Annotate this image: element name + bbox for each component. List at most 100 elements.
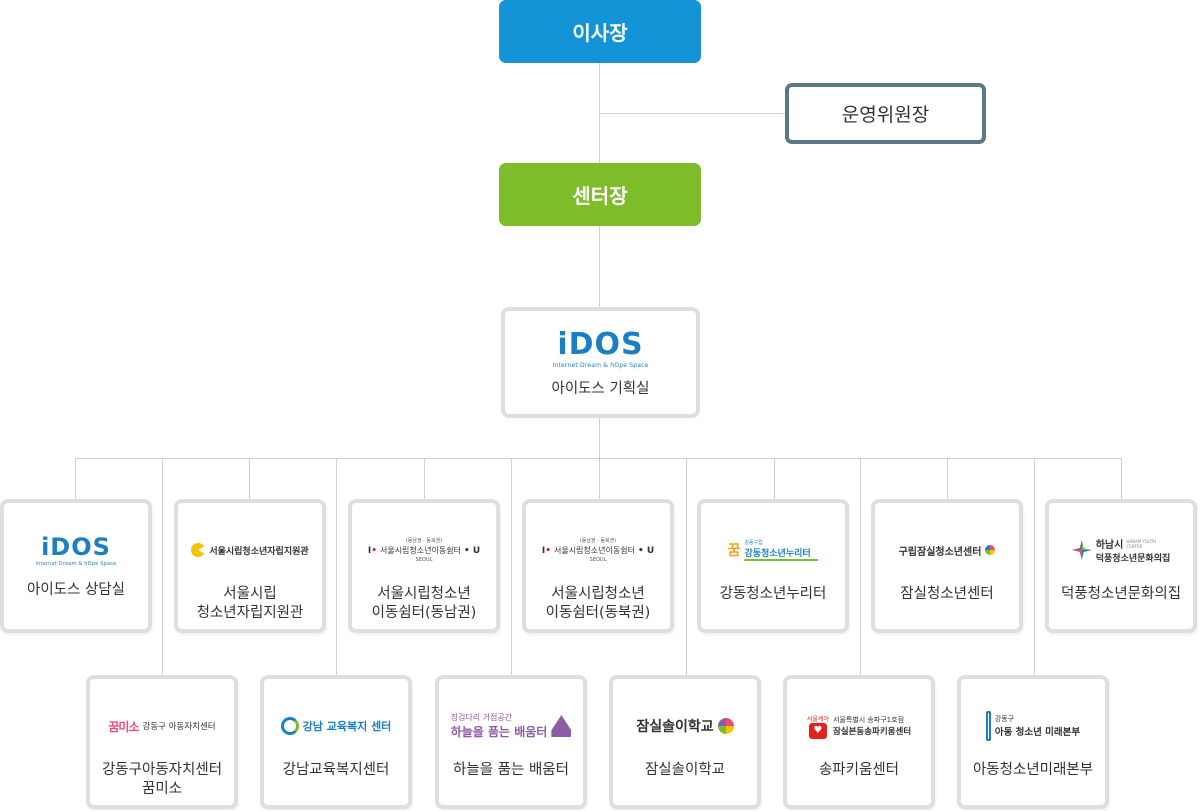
- heart-icon: ♥: [808, 722, 827, 739]
- connector-director-planning: [599, 226, 600, 307]
- connector-drop-long: [1034, 458, 1035, 676]
- jamsil-youth-logo: 구립잠실청소년센터: [875, 521, 1019, 579]
- org-card-future-hq[interactable]: 강동구 아동 청소년 미래본부 아동청소년미래본부: [957, 675, 1109, 809]
- logo-text: 덕풍청소년문화의집: [1095, 554, 1171, 564]
- flower-icon: [717, 718, 734, 734]
- logo-text: 하늘을 품는 배움터: [450, 725, 548, 739]
- idos-logo-subtitle: Internet Dream & hOpe Space: [552, 362, 649, 369]
- connector-drop-long: [511, 458, 512, 676]
- logo-mark: 서울케어: [806, 715, 829, 723]
- logo-mark: 꿈미소: [108, 719, 139, 734]
- org-card-jamsil-youth[interactable]: 구립잠실청소년센터 잠실청소년센터: [871, 499, 1023, 633]
- logo-text: 강동청소년누리터: [744, 549, 811, 559]
- org-label: 서울시립 청소년자립지원관: [196, 586, 304, 621]
- logo-text: 구립잠실청소년센터: [898, 546, 982, 558]
- pinwheel-icon: [1071, 540, 1092, 560]
- org-card-seoul-independence[interactable]: 서울시립청소년자립지원관 서울시립 청소년자립지원관: [174, 499, 326, 633]
- org-card-deokpung[interactable]: 하남시 HANAM YOUTH CENTER 덕풍청소년문화의집 덕풍청소년문화…: [1045, 499, 1197, 633]
- connector-drop-long: [162, 458, 163, 676]
- globe-icon: [280, 717, 299, 735]
- seoul-independence-logo: 서울시립청소년자립지원관: [178, 521, 322, 579]
- connector-drop: [1121, 458, 1122, 500]
- logo-text: 잠실솔이학교: [636, 719, 714, 735]
- org-label: 잠실솔이학교: [644, 762, 726, 778]
- org-label: 송파키움센터: [818, 762, 900, 778]
- logo-text: 강남 교육복지 센터: [302, 720, 392, 733]
- connector-drop-long: [336, 458, 337, 676]
- logo-small-text: HANAM YOUTH CENTER: [1126, 538, 1157, 549]
- logo-top-text: 서울특별시 송파구1호점: [832, 716, 905, 724]
- planning-office-label: 아이도스 기획실: [551, 381, 650, 397]
- logo-top-text: 하남시: [1095, 540, 1124, 551]
- connector-drop: [75, 458, 76, 500]
- connector-committee: [599, 113, 785, 114]
- logo-top-text: 강동구: [994, 715, 1015, 723]
- connector-planning-down: [599, 418, 600, 458]
- logo-text: 서울시립청소년자립지원관: [209, 546, 309, 557]
- committee-box[interactable]: 운영위원장: [785, 83, 986, 144]
- director-box[interactable]: 센터장: [499, 163, 701, 226]
- seoul-i-icon: I•: [367, 545, 377, 556]
- pacman-icon: [191, 543, 206, 557]
- org-card-gangdong-nuriter[interactable]: 꿈 강동구립 강동청소년누리터 강동청소년누리터: [697, 499, 849, 633]
- gangdong-nuriter-logo: 꿈 강동구립 강동청소년누리터: [701, 521, 845, 579]
- balloon-icon: [985, 545, 996, 555]
- idos-logo-text: iDOS: [557, 327, 644, 362]
- org-card-idos-counseling[interactable]: iDOS Internet Dream & hOpe Space 아이도스 상담…: [0, 499, 152, 633]
- seoul-u-icon: • U: [463, 545, 481, 556]
- logo-top-text: (동남권 · 동북권): [405, 538, 443, 544]
- chairman-box[interactable]: 이사장: [499, 0, 701, 63]
- seoul-shelter-logo: (동남권 · 동북권) I• 서울시립청소년이동쉼터 • U SEOUL: [526, 521, 670, 579]
- connector-drop: [249, 458, 250, 500]
- org-label: 강동구아동자치센터 꿈미소: [101, 762, 223, 797]
- org-label: 덕풍청소년문화의집: [1060, 586, 1182, 602]
- connector-drop: [947, 458, 948, 500]
- org-card-songpa-kiwoom[interactable]: 서울케어 ♥ 서울특별시 송파구1호점 잠실본동송파키움센터 송파키움센터: [783, 675, 935, 809]
- logo-bottom-text: SEOUL: [415, 557, 433, 563]
- idos-logo: iDOS Internet Dream & hOpe Space: [552, 327, 649, 370]
- seoul-i-icon: I•: [541, 545, 551, 556]
- org-card-haneul-baeumteo[interactable]: 징검다리 거점공간 하늘을 품는 배움터 하늘을 품는 배움터: [435, 675, 587, 809]
- bar-icon: [985, 711, 991, 741]
- org-label: 강남교육복지센터: [282, 762, 390, 778]
- future-hq-logo: 강동구 아동 청소년 미래본부: [961, 697, 1105, 755]
- org-card-shelter-northeast[interactable]: (동남권 · 동북권) I• 서울시립청소년이동쉼터 • U SEOUL 서울시…: [522, 499, 674, 633]
- org-label: 하늘을 품는 배움터: [453, 762, 569, 778]
- idos-logo-text: iDOS: [41, 532, 111, 561]
- org-card-jamsil-soli-school[interactable]: 잠실솔이학교 잠실솔이학교: [609, 675, 761, 809]
- connector-drop: [424, 458, 425, 500]
- logo-top-text: 강동구립: [744, 540, 763, 546]
- tent-icon: [551, 715, 572, 737]
- seoul-shelter-logo: (동남권 · 동북권) I• 서울시립청소년이동쉼터 • U SEOUL: [352, 521, 496, 579]
- planning-office-card[interactable]: iDOS Internet Dream & hOpe Space 아이도스 기획…: [501, 307, 700, 418]
- kkummiso-logo: 꿈미소 강동구 아동자치센터: [90, 697, 234, 755]
- org-label: 아이도스 상담실: [27, 582, 125, 598]
- org-label: 아동청소년미래본부: [972, 762, 1094, 778]
- org-card-gangnam-welfare[interactable]: 강남 교육복지 센터 강남교육복지센터: [260, 675, 412, 809]
- org-label: 서울시립청소년 이동쉼터(동북권): [545, 586, 651, 621]
- connector-horizontal-bus: [75, 458, 1122, 459]
- logo-text: 아동 청소년 미래본부: [994, 727, 1081, 738]
- org-label: 잠실청소년센터: [900, 586, 994, 602]
- logo-text: 잠실본동송파키움센터: [832, 727, 912, 737]
- idos-logo-subtitle: Internet Dream & hOpe Space: [35, 560, 117, 567]
- connector-drop: [774, 458, 775, 500]
- org-label: 강동청소년누리터: [719, 586, 827, 602]
- logo-text: 강동구 아동자치센터: [142, 722, 216, 732]
- connector-drop: [599, 458, 600, 500]
- deokpung-logo: 하남시 HANAM YOUTH CENTER 덕풍청소년문화의집: [1049, 521, 1193, 579]
- logo-top-text: 징검다리 거점공간: [450, 713, 513, 722]
- songpa-kiwoom-logo: 서울케어 ♥ 서울특별시 송파구1호점 잠실본동송파키움센터: [787, 697, 931, 755]
- figure-icon: 꿈: [727, 543, 741, 559]
- logo-text: 서울시립청소년이동쉼터: [379, 546, 461, 555]
- org-card-kkummiso[interactable]: 꿈미소 강동구 아동자치센터 강동구아동자치센터 꿈미소: [86, 675, 238, 809]
- connector-drop-long: [860, 458, 861, 676]
- org-card-shelter-southeast[interactable]: (동남권 · 동북권) I• 서울시립청소년이동쉼터 • U SEOUL 서울시…: [348, 499, 500, 633]
- gangnam-welfare-logo: 강남 교육복지 센터: [264, 697, 408, 755]
- jamsil-soli-logo: 잠실솔이학교: [613, 697, 757, 755]
- logo-top-text: (동남권 · 동북권): [579, 538, 617, 544]
- connector-drop-long: [686, 458, 687, 676]
- org-label: 서울시립청소년 이동쉼터(동남권): [371, 586, 477, 621]
- haneul-baeumteo-logo: 징검다리 거점공간 하늘을 품는 배움터: [439, 697, 583, 755]
- logo-text: 서울시립청소년이동쉼터: [553, 546, 635, 555]
